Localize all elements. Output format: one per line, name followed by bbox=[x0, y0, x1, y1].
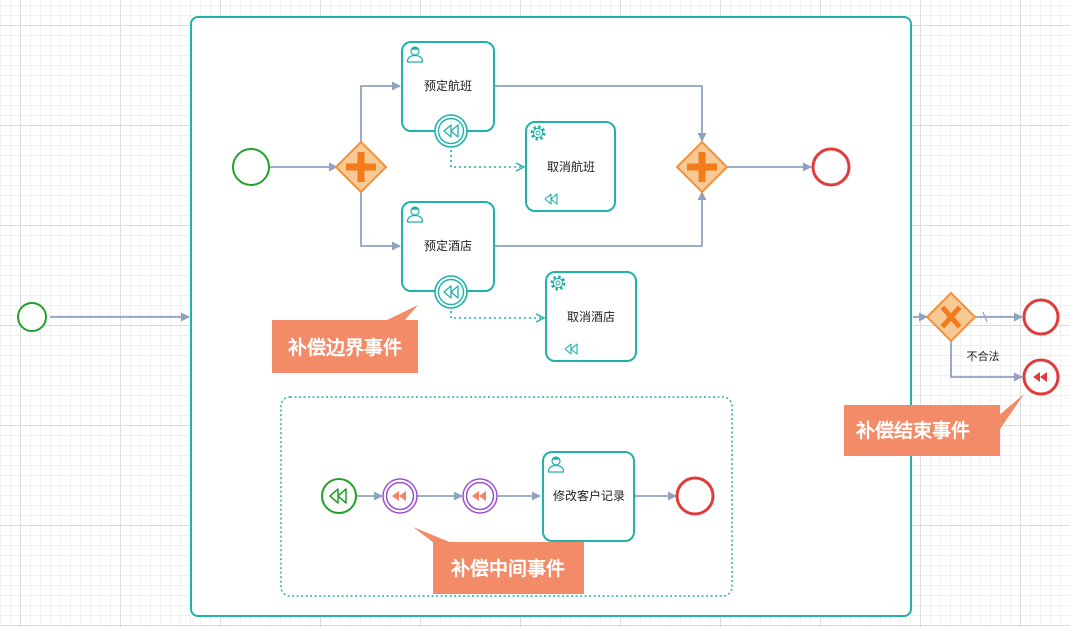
task-label: 取消酒店 bbox=[567, 310, 615, 324]
task-book-hotel[interactable]: 预定酒店 bbox=[401, 201, 495, 292]
compensation-end-event[interactable] bbox=[1022, 358, 1060, 396]
plus-icon bbox=[687, 152, 717, 182]
callout-end-event: 补偿结束事件 bbox=[844, 394, 1024, 456]
callout-intermediate-event: 补偿中间事件 bbox=[413, 527, 584, 594]
event-subprocess[interactable] bbox=[280, 396, 733, 597]
callout-text: 补偿边界事件 bbox=[288, 336, 402, 359]
inner-end-event[interactable] bbox=[811, 147, 851, 187]
parallel-gateway-fork[interactable] bbox=[334, 140, 388, 194]
plus-icon bbox=[346, 152, 376, 182]
task-label: 修改客户记录 bbox=[553, 488, 625, 503]
user-icon bbox=[546, 454, 566, 474]
task-label: 取消航班 bbox=[547, 159, 595, 174]
exclusive-gateway[interactable] bbox=[925, 291, 977, 343]
task-label: 预定航班 bbox=[424, 78, 472, 93]
task-label: 预定酒店 bbox=[424, 238, 472, 253]
es-end-event[interactable] bbox=[675, 476, 715, 516]
task-update-customer[interactable]: 修改客户记录 bbox=[542, 451, 635, 542]
start-event[interactable] bbox=[17, 302, 47, 332]
user-icon bbox=[405, 44, 425, 64]
task-cancel-hotel[interactable]: 取消酒店 bbox=[545, 271, 637, 362]
flow-fork-to-book-flight bbox=[360, 81, 401, 143]
parallel-gateway-join[interactable] bbox=[675, 140, 729, 194]
task-book-flight[interactable]: 预定航班 bbox=[401, 41, 495, 132]
flow-fork-to-book-hotel bbox=[360, 191, 401, 251]
callout-boundary-event: 补偿边界事件 bbox=[272, 305, 418, 373]
compensation-throw-event-2[interactable] bbox=[462, 478, 498, 514]
association-flight bbox=[450, 145, 524, 167]
flow-book-flight-to-join bbox=[495, 85, 707, 142]
user-icon bbox=[405, 204, 425, 224]
end-event[interactable] bbox=[1022, 298, 1060, 336]
inner-start-event[interactable] bbox=[232, 148, 270, 186]
compensation-rewind-icon bbox=[443, 285, 459, 299]
edge-label-illegal: 不合法 bbox=[967, 349, 1000, 363]
association-hotel bbox=[450, 306, 544, 318]
task-cancel-flight[interactable]: 取消航班 bbox=[525, 121, 616, 212]
compensation-rewind-icon bbox=[443, 124, 459, 138]
es-compensation-start-event[interactable] bbox=[321, 478, 357, 514]
callout-text: 补偿中间事件 bbox=[451, 557, 565, 580]
compensation-rewind-icon bbox=[392, 491, 406, 501]
compensation-associations bbox=[450, 145, 544, 318]
flow-xor-to-compensation-end bbox=[950, 341, 1023, 382]
compensation-rewind-icon bbox=[1033, 372, 1047, 382]
compensation-rewind-icon bbox=[329, 488, 347, 504]
default-flow-marker bbox=[982, 311, 988, 323]
flow-book-hotel-to-join bbox=[495, 191, 707, 247]
x-icon bbox=[940, 305, 962, 329]
compensation-boundary-event-hotel[interactable] bbox=[434, 275, 468, 309]
compensation-rewind-icon bbox=[472, 491, 486, 501]
sequence-flows bbox=[50, 81, 1023, 501]
compensation-throw-event-1[interactable] bbox=[382, 478, 418, 514]
compensation-boundary-event-flight[interactable] bbox=[434, 114, 468, 148]
callout-text: 补偿结束事件 bbox=[856, 419, 970, 442]
